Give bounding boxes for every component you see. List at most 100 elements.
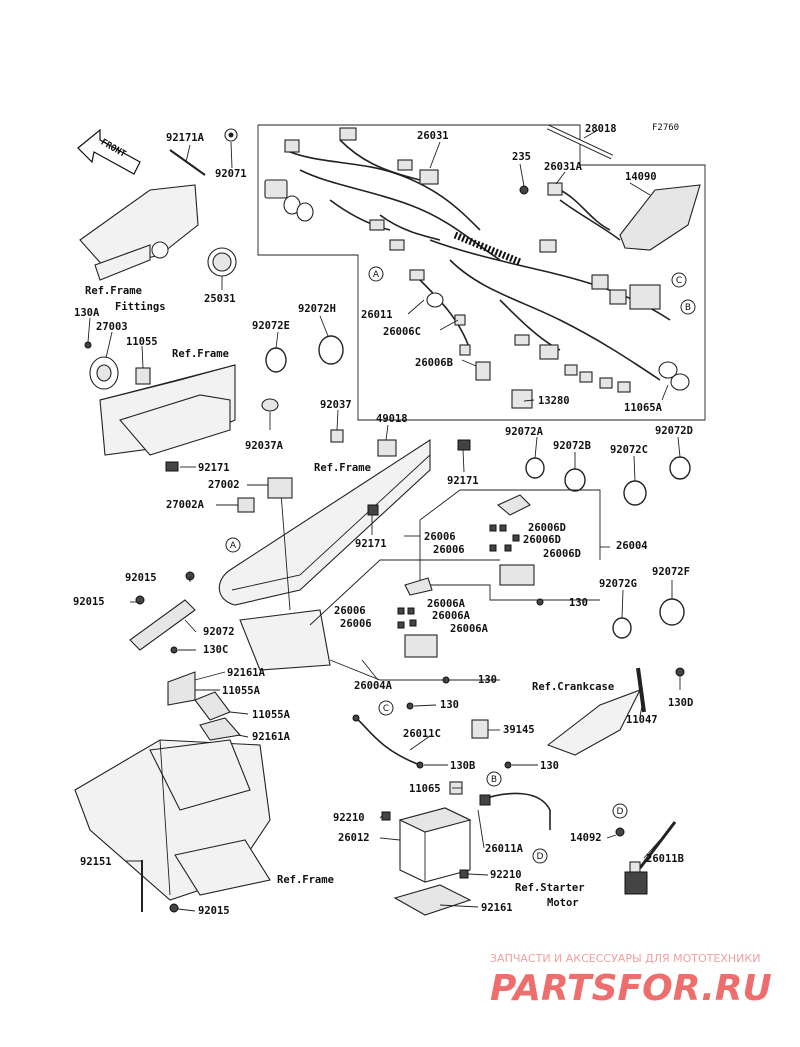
- part-label: 26006: [340, 618, 372, 630]
- ref-frame-upper: Ref.Frame: [172, 348, 229, 360]
- part-label: 26004: [616, 540, 648, 552]
- part-label: 26006A: [427, 598, 466, 610]
- part-label: 92015: [125, 572, 157, 584]
- part-label: 130D: [668, 697, 693, 709]
- part-label: 26006: [334, 605, 366, 617]
- part-label: 26006: [433, 544, 465, 556]
- part-label: 11055A: [222, 685, 261, 697]
- callout-d-starter: D: [612, 803, 628, 819]
- horn-27003: [89, 356, 119, 390]
- part-label: 235: [512, 151, 531, 163]
- part-label: 92015: [73, 596, 105, 608]
- part-label: 92072: [203, 626, 235, 638]
- ref-starter-line2: Motor: [547, 897, 579, 909]
- battery-26012: [398, 807, 472, 883]
- part-label: 92037: [320, 399, 352, 411]
- svg-text:B: B: [491, 775, 497, 785]
- cover-39145: [471, 719, 489, 739]
- svg-text:A: A: [230, 541, 237, 551]
- part-label: 130B: [450, 760, 475, 772]
- part-label: 14092: [570, 832, 602, 844]
- relay-27002a: [237, 497, 255, 513]
- part-label: 14090: [625, 171, 657, 183]
- part-label: 92072G: [599, 578, 637, 590]
- frame-fittings-bracket: [79, 184, 199, 281]
- part-label: 26012: [338, 832, 370, 844]
- ref-frame-lower: Ref.Frame: [277, 874, 334, 886]
- part-label: 25031: [204, 293, 236, 305]
- part-label: 26011B: [646, 853, 684, 865]
- relay-27002: [267, 477, 293, 499]
- part-label: 92037A: [245, 440, 284, 452]
- starter-motor: [624, 861, 648, 895]
- callout-a-upper: A: [368, 266, 384, 282]
- main-wiring-harness: [264, 127, 690, 409]
- part-label: 92210: [490, 869, 522, 881]
- fuse-box-26004a: [397, 577, 438, 658]
- grommet-25031: [207, 247, 237, 277]
- svg-text:D: D: [537, 852, 544, 862]
- upper-frame-section: [99, 364, 236, 456]
- part-label: 92161: [481, 902, 513, 914]
- part-label: 49018: [376, 413, 408, 425]
- fuse-box-26004: [489, 494, 535, 586]
- bracket-11055: [135, 367, 151, 385]
- part-label: 130: [540, 760, 559, 772]
- part-label: 26006B: [415, 357, 453, 369]
- part-number-labels: 92171A 92071 26031 28018 235 26031A 1409…: [73, 123, 693, 917]
- part-label: 26004A: [354, 680, 393, 692]
- part-label: 130: [569, 597, 588, 609]
- part-label: 92072C: [610, 444, 648, 456]
- part-label: 92161A: [252, 731, 291, 743]
- part-label: 11047: [626, 714, 658, 726]
- part-label: 26006C: [383, 326, 421, 338]
- part-label: 92171: [198, 462, 230, 474]
- part-label: 26006A: [432, 610, 471, 622]
- part-label: 26011A: [485, 843, 524, 855]
- part-label: 28018: [585, 123, 617, 135]
- ref-starter-line1: Ref.Starter: [515, 882, 585, 894]
- part-label: 92072D: [655, 425, 693, 437]
- part-label: 92072E: [252, 320, 290, 332]
- part-label: 26006D: [523, 534, 561, 546]
- part-label: 92072B: [553, 440, 591, 452]
- part-label: 26011C: [403, 728, 441, 740]
- middle-frame-section: [218, 438, 431, 671]
- part-label: 11055A: [252, 709, 291, 721]
- main-harness-box-outline: [257, 124, 706, 421]
- part-label: 27002: [208, 479, 240, 491]
- part-label: 26006A: [450, 623, 489, 635]
- part-label: 130: [478, 674, 497, 686]
- part-label: 39145: [503, 724, 535, 736]
- watermark-logo: PARTSFOR.RU: [490, 968, 772, 1009]
- svg-text:B: B: [685, 303, 691, 313]
- watermark-tagline: ЗАПЧАСТИ И АКСЕССУАРЫ ДЛЯ МОТОТЕХНИКИ: [490, 952, 760, 965]
- leader-lines: [87, 129, 681, 912]
- part-label: 130: [440, 699, 459, 711]
- part-label: 92151: [80, 856, 112, 868]
- part-label: 26011: [361, 309, 393, 321]
- ref-crankcase: Ref.Crankcase: [532, 681, 614, 693]
- watermark: ЗАПЧАСТИ И АКСЕССУАРЫ ДЛЯ МОТОТЕХНИКИ PA…: [490, 952, 772, 1009]
- part-label: 26031: [417, 130, 449, 142]
- part-label: 13280: [538, 395, 570, 407]
- ref-frame-fittings-line2: Fittings: [115, 301, 166, 313]
- part-label: 92161A: [227, 667, 266, 679]
- part-label: 26006D: [528, 522, 566, 534]
- part-label: 92072A: [505, 426, 544, 438]
- part-label: 130A: [74, 307, 100, 319]
- lower-frame-section: [74, 739, 271, 901]
- part-label: 92015: [198, 905, 230, 917]
- part-label: 92171: [447, 475, 479, 487]
- figure-code: F2760: [652, 123, 679, 133]
- callout-c-upper: C: [671, 272, 687, 288]
- part-label: 92072H: [298, 303, 336, 315]
- part-label: 26031A: [544, 161, 583, 173]
- ref-frame-mid: Ref.Frame: [314, 462, 371, 474]
- part-label: 130C: [203, 644, 228, 656]
- callout-a-mid: A: [225, 537, 241, 553]
- part-label: 11065: [409, 783, 441, 795]
- svg-text:D: D: [617, 807, 624, 817]
- part-label: 11055: [126, 336, 158, 348]
